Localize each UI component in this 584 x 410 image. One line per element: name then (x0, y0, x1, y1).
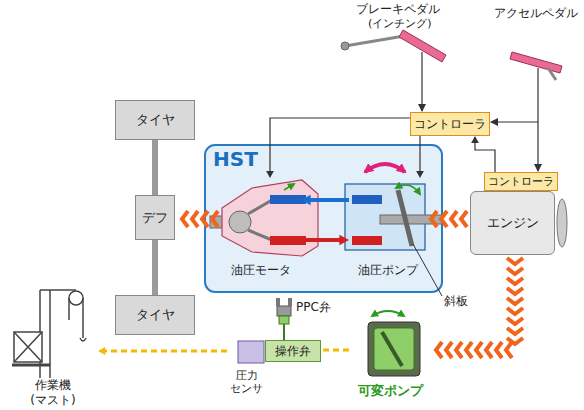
hydraulic-motor (210, 180, 318, 256)
work-equipment: 作業機 (マスト) (8, 285, 98, 408)
part-label: 斜板 (444, 294, 468, 308)
pedal-label: アクセルペダル (494, 6, 578, 20)
brake-pedal (341, 30, 446, 111)
connector (471, 136, 495, 172)
variable-pump: 可変ポンプ (349, 312, 431, 400)
node-text: 可変ポンプ (349, 383, 431, 399)
power-flow-arrow (182, 211, 218, 227)
node-text: 油圧モータ (221, 263, 301, 277)
control-valve: 操作弁 (265, 340, 321, 362)
pressure-sensor (238, 341, 264, 363)
power-flow-arrow (436, 258, 523, 358)
connector (98, 347, 227, 355)
node-text: タイヤ (136, 112, 175, 128)
connector (266, 118, 410, 178)
hst-panel (205, 145, 442, 292)
pedal-label: (インチング) (368, 17, 432, 30)
node-text: 圧力 センサ (228, 369, 265, 395)
hst-group: HST 油圧モータ 油圧ポンプ (205, 145, 442, 292)
mast (12, 290, 86, 378)
hydraulic-pump: 油圧ポンプ (349, 178, 426, 278)
hydraulic-motor: 油圧モータ (221, 178, 301, 278)
node-text: 操作弁 (275, 344, 311, 358)
accelerator-pedal (491, 52, 562, 171)
engine-box: エンジン (470, 191, 555, 255)
differential-box: デフ (135, 195, 175, 240)
connector (155, 140, 156, 195)
connector (301, 235, 349, 246)
node-text: タイヤ (136, 307, 175, 323)
node-text: コントローラ (488, 175, 554, 188)
node-text: コントローラ (414, 117, 486, 131)
node-text: 油圧ポンプ (349, 263, 426, 277)
connector (321, 350, 349, 351)
node-text: エンジン (487, 215, 539, 231)
node-text: 作業機 (マスト) (25, 378, 81, 407)
part-label: PPC弁 (296, 300, 331, 314)
node-text: HST (213, 147, 258, 171)
connector (416, 136, 424, 178)
node-text: デフ (142, 210, 168, 226)
connector (155, 240, 156, 295)
pedal-label: ブレーキペダル (356, 2, 440, 16)
power-flow-arrow (431, 211, 467, 227)
ppc-valve (276, 298, 292, 340)
controller-box: コントローラ (410, 112, 490, 136)
engine-fan (557, 199, 567, 247)
controller-box: コントローラ (484, 172, 558, 191)
connector (301, 195, 349, 206)
tire-box: タイヤ (115, 100, 195, 140)
hydraulic-pump (345, 164, 442, 250)
tire-box: タイヤ (115, 295, 195, 335)
pressure-sensor: 圧力 センサ (227, 340, 266, 396)
variable-pump (368, 311, 420, 376)
